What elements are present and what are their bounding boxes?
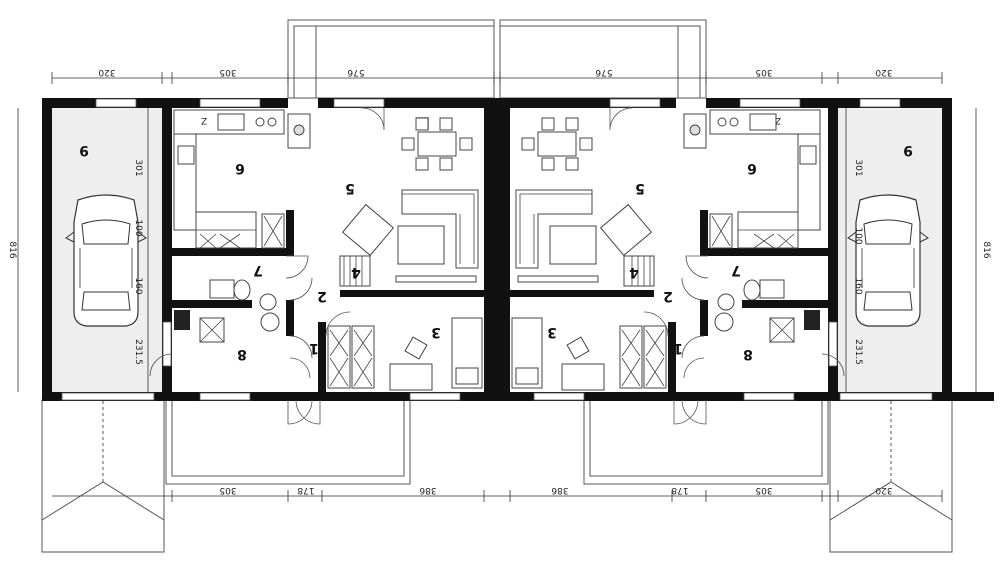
- room-labels: 9 9 6 6 5 5 4 4 7 7 2 2 1 1 8 8 3 3 Z Z: [79, 115, 913, 362]
- room-7-right: 7: [731, 262, 741, 278]
- dim-left-garage-2: 100: [133, 219, 143, 236]
- room-5-right: 5: [635, 180, 645, 196]
- room-8-left: 8: [237, 346, 247, 362]
- room-6-left: 6: [235, 160, 245, 176]
- windows: [61, 98, 933, 401]
- dim-top-5: 305: [755, 67, 772, 77]
- walls: [42, 98, 994, 401]
- room-1-left: 1: [309, 340, 319, 356]
- dim-right-garage-3: 160: [853, 277, 863, 294]
- dim-bottom-3: 386: [419, 485, 436, 495]
- dim-bottom-4: 386: [551, 485, 568, 495]
- dim-bottom-7: 320: [875, 485, 892, 495]
- dim-right-garage-1: 301: [853, 159, 863, 176]
- room-7-left: 7: [253, 262, 263, 278]
- dim-left-garage-3: 160: [133, 277, 143, 294]
- dim-left-garage-1: 301: [133, 159, 143, 176]
- bottom-terrace-right: [583, 400, 829, 485]
- dim-right-garage-4: 231.5: [853, 339, 863, 365]
- room-4-left: 4: [351, 264, 361, 280]
- dimension-lines: [17, 72, 977, 502]
- dim-bottom-6: 305: [755, 485, 772, 495]
- room-2-right: 2: [663, 288, 673, 304]
- room-5-left: 5: [345, 180, 355, 196]
- dim-top-6: 320: [875, 67, 892, 77]
- top-terrace-right: [499, 19, 707, 99]
- left-unit-furniture: [65, 107, 483, 425]
- carport-right: [829, 399, 953, 553]
- dim-bottom-5: 178: [671, 485, 688, 495]
- dim-right-overall: 816: [981, 241, 991, 258]
- room-3-left: 3: [431, 324, 441, 340]
- dimension-labels-top: 320 305 576 576 305 320: [98, 67, 892, 77]
- dim-top-3: 576: [347, 67, 364, 77]
- dim-bottom-1: 305: [219, 485, 236, 495]
- top-terrace-left: [287, 19, 495, 99]
- room-z-left: Z: [201, 115, 207, 125]
- dim-right-garage-2: 100: [853, 227, 863, 244]
- room-9-left: 9: [79, 142, 89, 158]
- dim-bottom-2: 178: [297, 485, 314, 495]
- room-4-right: 4: [629, 264, 639, 280]
- room-1-right: 1: [673, 340, 683, 356]
- room-3-right: 3: [547, 324, 557, 340]
- room-z-right: Z: [775, 115, 781, 125]
- right-unit-furniture: [511, 107, 929, 425]
- room-9-right: 9: [903, 142, 913, 158]
- bottom-terrace-left: [165, 400, 411, 485]
- room-8-right: 8: [743, 346, 753, 362]
- room-6-right: 6: [747, 160, 757, 176]
- dim-top-4: 576: [595, 67, 612, 77]
- dim-left-overall: 816: [7, 241, 17, 258]
- dim-top-1: 320: [98, 67, 115, 77]
- carport-left: [41, 399, 165, 553]
- dimension-labels-bottom: 305 178 386 386 178 305 320: [219, 485, 892, 495]
- room-2-left: 2: [317, 288, 327, 304]
- dimension-labels-sides: 816 816 301 100 160 231.5 301 100 160 23…: [7, 159, 991, 364]
- dim-left-garage-4: 231.5: [133, 339, 143, 365]
- dim-top-2: 305: [219, 67, 236, 77]
